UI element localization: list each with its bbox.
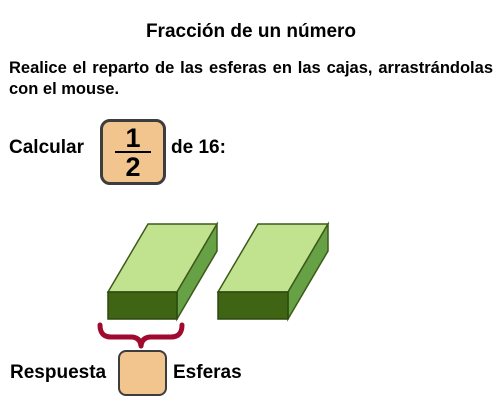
drop-box-1-front bbox=[107, 291, 178, 320]
answer-label: Respuesta bbox=[10, 362, 107, 383]
fraction-box: 1 2 bbox=[100, 119, 166, 185]
answer-brace bbox=[97, 322, 185, 349]
drop-box-1[interactable] bbox=[106, 221, 219, 322]
page-title: Fracción de un número bbox=[145, 21, 357, 42]
fraction-bar bbox=[115, 151, 151, 153]
fraction-denominator: 2 bbox=[125, 152, 141, 182]
calculate-label: Calcular bbox=[9, 137, 84, 158]
answer-input-box[interactable] bbox=[118, 350, 167, 396]
fraction-numerator: 1 bbox=[125, 123, 141, 153]
answer-unit-label: Esferas bbox=[173, 362, 242, 383]
drop-box-2[interactable] bbox=[216, 221, 330, 322]
of-number-label: de 16: bbox=[171, 137, 226, 158]
drop-box-2-front bbox=[217, 291, 289, 320]
instructions-text: Realice el reparto de las esferas en las… bbox=[9, 59, 493, 98]
